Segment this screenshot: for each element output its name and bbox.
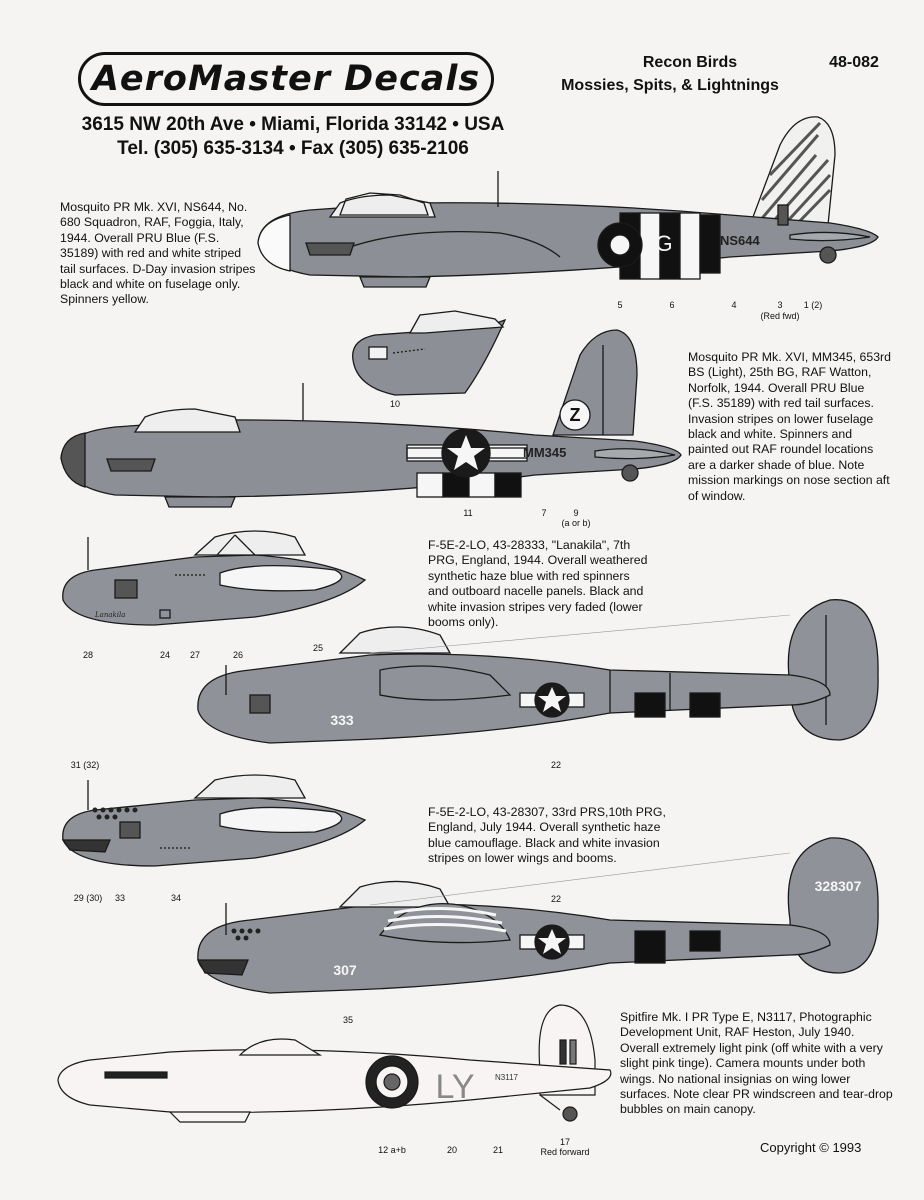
- callout-5: 5: [617, 300, 623, 310]
- callout-35: 35: [342, 1015, 353, 1025]
- callout-26: 26: [232, 650, 243, 660]
- desc-mosquito-mm345: Mosquito PR Mk. XVI, MM345, 653rd BS (Li…: [688, 350, 891, 503]
- ns644-code-letter: G: [655, 231, 672, 256]
- mosquito-nose-detail: [352, 310, 507, 396]
- sheet-title: Recon Birds: [642, 54, 738, 71]
- desc-f5e-lanakila: F-5E-2-LO, 43-28333, "Lanakila", 7th PRG…: [428, 538, 648, 630]
- callout-10: 10: [389, 399, 400, 409]
- sheet-subtitle: Mossies, Spits, & Lightnings: [561, 77, 779, 94]
- brand-name: AeroMaster Decals: [91, 59, 481, 99]
- lanakila-code: 333: [330, 712, 354, 728]
- callout-34: 34: [170, 893, 181, 903]
- callout-22a: 22: [550, 760, 561, 770]
- callout-22b: 22: [550, 894, 561, 904]
- callout-17-note: Red forward: [540, 1147, 590, 1157]
- f5e-328307-drawing: 307 328307: [196, 837, 879, 994]
- mosquito-ns644-drawing: G NS644: [257, 116, 879, 288]
- callout-17: 17: [559, 1137, 570, 1147]
- callout-21: 21: [492, 1145, 503, 1155]
- callout-4: 4: [731, 300, 737, 310]
- brand-logo: AeroMaster Decals: [78, 52, 494, 106]
- address-line: 3615 NW 20th Ave • Miami, Florida 33142 …: [81, 114, 505, 135]
- desc-f5e-328307: F-5E-2-LO, 43-28307, 33rd PRS,10th PRG, …: [428, 805, 666, 866]
- lanakila-nose-art: Lanakila: [94, 611, 125, 619]
- mm345-serial: MM345: [523, 445, 566, 460]
- callout-11: 11: [463, 508, 473, 518]
- f5e-307-code: 307: [333, 962, 357, 978]
- f5e-307-tail-serial: 328307: [815, 878, 862, 894]
- callout-29: 29 (30): [73, 893, 103, 903]
- callout-31: 31 (32): [70, 760, 100, 770]
- callout-7: 7: [541, 508, 547, 518]
- callout-33: 33: [114, 893, 125, 903]
- spitfire-serial: N3117: [495, 1073, 519, 1082]
- callout-6: 6: [669, 300, 675, 310]
- callout-25: 25: [312, 643, 323, 653]
- desc-spitfire-n3117: Spitfire Mk. I PR Type E, N3117, Photogr…: [620, 1010, 893, 1117]
- f5e-lanakila-drawing: 333: [197, 599, 879, 744]
- spitfire-n3117-drawing: LY N3117: [57, 1004, 612, 1123]
- callout-27: 27: [189, 650, 200, 660]
- f5e-lanakila-nose-detail: Lanakila: [62, 530, 367, 626]
- ns644-serial: NS644: [720, 233, 761, 248]
- callout-20: 20: [446, 1145, 457, 1155]
- mosquito-mm345-drawing: Z MM345: [60, 329, 682, 508]
- sheet-number: 48-082: [829, 54, 879, 71]
- copyright: Copyright © 1993: [760, 1140, 862, 1155]
- callout-28: 28: [82, 650, 93, 660]
- spitfire-code-letters: LY: [435, 1068, 474, 1106]
- callout-9-note: (a or b): [561, 518, 591, 528]
- callout-1: 1 (2): [803, 300, 823, 310]
- f5e-328307-nose-detail: [61, 774, 367, 867]
- callout-3: 3: [777, 300, 783, 310]
- callout-24: 24: [159, 650, 170, 660]
- phone-line: Tel. (305) 635-3134 • Fax (305) 635-2106: [117, 138, 469, 159]
- mm345-code-letter: Z: [570, 405, 581, 425]
- callout-3-note: (Red fwd): [760, 311, 800, 321]
- desc-mosquito-ns644: Mosquito PR Mk. XVI, NS644, No. 680 Squa…: [60, 200, 256, 307]
- callout-9: 9: [573, 508, 579, 518]
- callout-12: 12 a+b: [378, 1145, 406, 1155]
